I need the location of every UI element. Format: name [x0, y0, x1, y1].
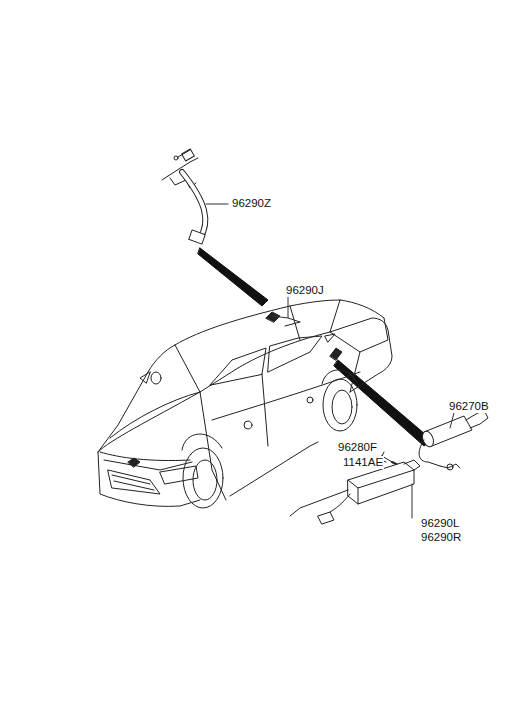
location-band [198, 248, 268, 306]
callout-number: 96290L [420, 517, 460, 530]
antenna-amplifier [419, 410, 488, 470]
antenna-module [290, 460, 420, 524]
callout-number: 96280F [337, 441, 378, 454]
callout-number: 96290R [420, 531, 462, 544]
leader-lines [206, 204, 454, 518]
car-body [98, 300, 392, 508]
callout-number: 96290J [285, 284, 325, 297]
antenna-cable [162, 149, 205, 244]
callout-number: 96270B [448, 400, 490, 413]
callout-number: 96290Z [231, 197, 272, 210]
callout-number: 1141AE [342, 456, 384, 469]
